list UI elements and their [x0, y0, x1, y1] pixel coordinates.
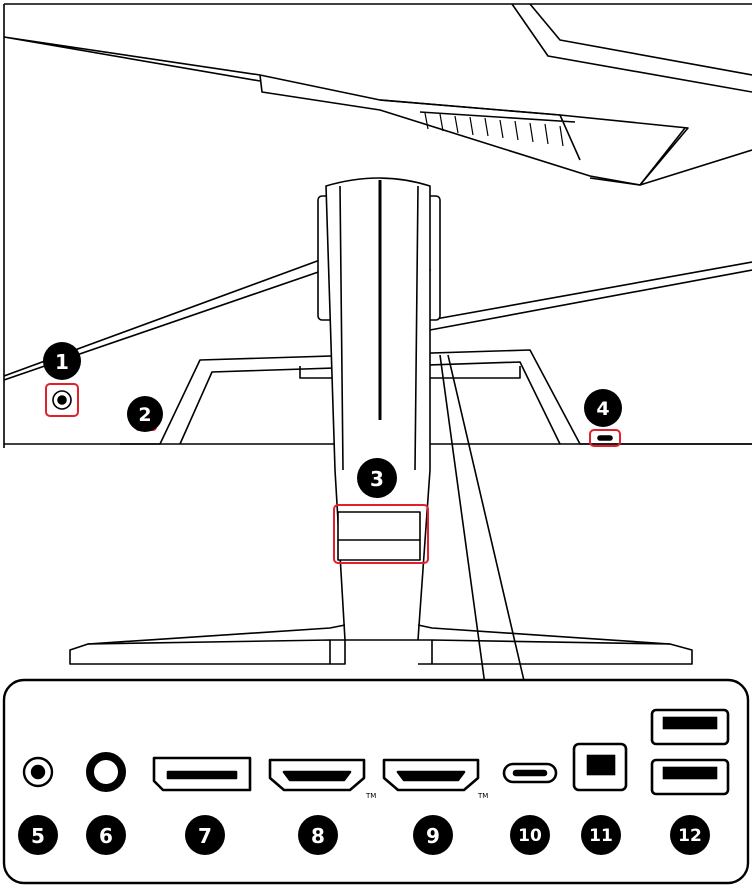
callout-2: 2	[127, 396, 163, 432]
highlight-3	[333, 504, 429, 564]
callout-4: 4	[584, 389, 622, 427]
stand	[69, 177, 693, 686]
callout-8: 8	[298, 815, 338, 855]
vents	[424, 112, 564, 147]
svg-text:7: 7	[198, 824, 212, 848]
svg-text:10: 10	[518, 826, 542, 846]
power-jack-icon	[22, 756, 54, 788]
usb-a-icon	[650, 708, 730, 796]
trademark-1: TM	[365, 792, 376, 800]
svg-text:2: 2	[138, 404, 151, 426]
callout-11: 11	[581, 815, 621, 855]
highlight-1	[45, 383, 79, 417]
stand-base	[69, 639, 693, 665]
svg-text:8: 8	[311, 824, 325, 848]
svg-text:5: 5	[31, 824, 45, 848]
vent-bar	[259, 74, 686, 186]
callout-7: 7	[185, 815, 225, 855]
neck-bevel	[339, 185, 419, 471]
panel-feet	[3, 443, 752, 448]
callout-3: 3	[357, 458, 397, 498]
displayport-icon	[152, 756, 252, 792]
svg-text:4: 4	[596, 398, 609, 420]
callout-9: 9	[413, 815, 453, 855]
port-panel: TM TM	[2, 678, 750, 885]
base-top	[87, 624, 671, 645]
panel-top-right	[511, 3, 752, 93]
callout-5: 5	[18, 815, 58, 855]
usb-b-icon	[572, 742, 628, 792]
callout-6: 6	[86, 815, 126, 855]
kensington-icon	[597, 435, 613, 441]
panel-curve-right	[429, 149, 752, 331]
leader-line	[439, 354, 526, 686]
callout-1: 1	[43, 342, 81, 380]
joystick-icon	[52, 390, 72, 410]
callout-badges: 1 2 3 4 5 6 7 8	[18, 342, 710, 855]
hdmi-icon-2	[382, 758, 480, 792]
trademark-2: TM	[477, 792, 488, 800]
callout-10: 10	[510, 815, 550, 855]
svg-text:11: 11	[589, 826, 613, 846]
svg-text:9: 9	[426, 824, 440, 848]
panel-band-top	[3, 36, 689, 186]
callout-12: 12	[670, 815, 710, 855]
hdmi-icon-1	[268, 758, 366, 792]
svg-text:12: 12	[678, 826, 702, 846]
svg-text:3: 3	[370, 467, 384, 491]
vent-inner	[379, 99, 581, 161]
highlight-4	[589, 429, 621, 447]
cable-clip	[337, 511, 421, 561]
audio-jack-icon	[86, 752, 126, 792]
svg-text:6: 6	[99, 824, 113, 848]
usb-c-icon	[502, 762, 558, 784]
svg-text:1: 1	[55, 350, 69, 374]
